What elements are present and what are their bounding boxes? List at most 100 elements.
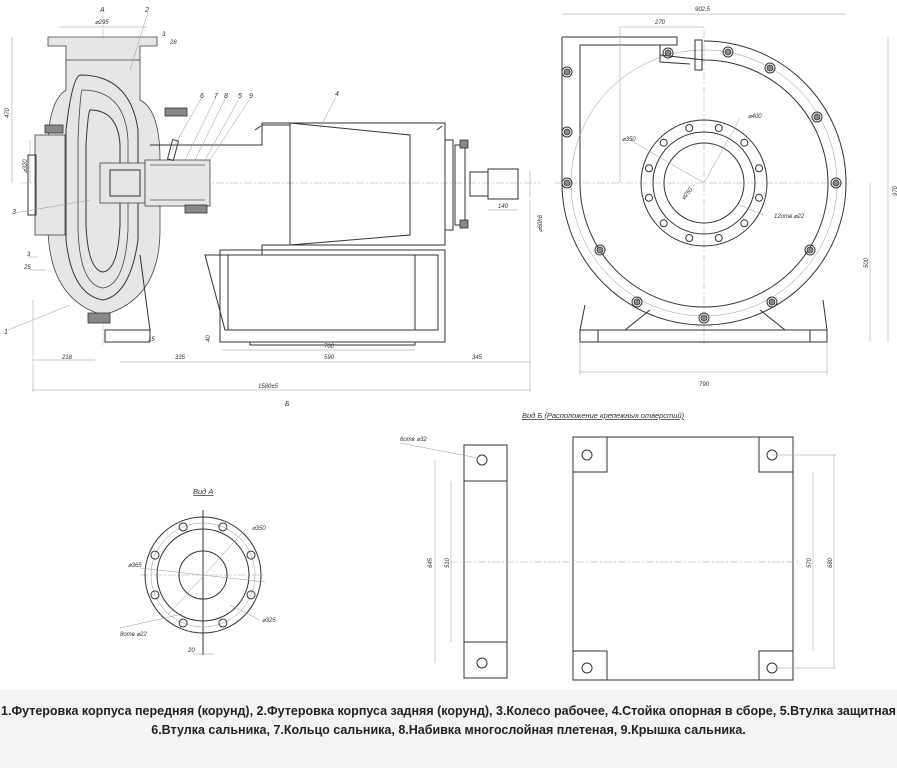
view-a-bolt-holes <box>150 522 256 628</box>
callout-7: 7 <box>214 93 219 100</box>
dim-500: 500 <box>864 257 870 268</box>
flange-hole <box>685 123 694 132</box>
dim-foot-15: 15 <box>148 337 155 343</box>
bolt-icon <box>664 49 672 57</box>
volute-bolts <box>561 46 842 324</box>
flange-hole <box>755 193 764 202</box>
dim-dia-400: ⌀400 <box>748 114 762 120</box>
view-b-title: Вид Б (Расположение крепежных отверстий) <box>522 411 685 420</box>
view-b-dim-570: 570 <box>807 557 813 568</box>
callout-5: 5 <box>238 93 242 100</box>
bolt-washer <box>594 244 606 256</box>
dim-3: 3 <box>27 252 31 258</box>
view-marker-b: Б <box>285 401 290 408</box>
dim-335: 335 <box>175 355 186 361</box>
view-a-dim-365: ⌀365 <box>128 563 142 569</box>
dim-270: 270 <box>654 20 666 26</box>
callout-2: 2 <box>144 7 149 14</box>
flange-holes <box>644 123 764 243</box>
dim-foot-h: 40 <box>206 335 212 342</box>
pump-assembly-drawing: 1 2 3 4 5 6 7 8 9 A Б ⌀295 3 <box>4 7 897 681</box>
bolt-hole <box>150 590 160 600</box>
bolt-icon <box>768 298 776 306</box>
bolt-hole <box>246 550 256 560</box>
view-b: Вид Б (Расположение крепежных отверстий)… <box>399 411 836 681</box>
bolt-washer <box>766 296 778 308</box>
view-a-dim-325: ⌀325 <box>262 618 276 624</box>
flange-hole <box>714 234 723 243</box>
bolt-washer <box>561 66 573 78</box>
dim-height-470: 470 <box>5 107 11 118</box>
callout-6: 6 <box>200 93 204 100</box>
dim-dia-350: ⌀350 <box>622 137 636 143</box>
dim-345: 345 <box>472 355 483 361</box>
bolt-icon <box>563 179 571 187</box>
bolt-washer <box>662 47 674 59</box>
flange-hole <box>685 234 694 243</box>
bolt-icon <box>806 246 814 254</box>
bolt-icon <box>596 246 604 254</box>
bolt-icon <box>563 68 571 76</box>
dim-flange-thk: 28 <box>169 40 177 46</box>
dim-base-700: 700 <box>324 344 335 350</box>
view-a-title: Вид А <box>193 487 213 496</box>
parts-legend-line-2: 6.Втулка сальника, 7.Кольцо сальника, 8.… <box>151 723 746 737</box>
dim-total-length: 1580±5 <box>258 384 279 390</box>
bolt-washer <box>561 126 573 138</box>
callout-8: 8 <box>224 93 228 100</box>
dim-shaft-dia: ⌀60h6 <box>538 214 544 232</box>
bolt-hole <box>218 618 228 628</box>
bolt-washer <box>698 312 710 324</box>
bolt-hole <box>178 618 188 628</box>
view-a-dim-20: 20 <box>187 648 195 654</box>
bolt-icon <box>813 113 821 121</box>
parts-legend: 1.Футеровка корпуса передняя (корунд), 2… <box>0 690 897 768</box>
dim-width-total: 902,5 <box>695 7 711 13</box>
bolt-washer <box>561 177 573 189</box>
dim-218: 218 <box>61 355 73 361</box>
bolt-hole <box>218 522 228 532</box>
dim-25: 25 <box>23 265 31 271</box>
dim-590: 590 <box>324 355 335 361</box>
dim-flange-dia: ⌀295 <box>95 20 109 26</box>
view-b-dim-510: 510 <box>445 557 451 568</box>
dim-inlet-dia: ⌀320 <box>23 159 29 173</box>
bolt-washer <box>830 177 842 189</box>
dim-shaft-length: 140 <box>498 204 509 210</box>
bolt-washer <box>764 62 776 74</box>
flange-hole <box>755 164 764 173</box>
side-view: 902,5 270 ⌀350 ⌀400 ⌀250 12отв ⌀22 970 5… <box>555 7 897 388</box>
flange-hole <box>714 123 723 132</box>
dim-dia-250: ⌀250 <box>681 186 695 201</box>
bolt-icon <box>832 179 840 187</box>
callout-3: 3 <box>12 209 16 216</box>
callout-9: 9 <box>249 93 253 100</box>
view-a-dim-holes: 8отв ⌀22 <box>120 632 147 638</box>
flange-hole <box>740 138 749 147</box>
parts-legend-line-1: 1.Футеровка корпуса передняя (корунд), 2… <box>1 704 896 718</box>
bolt-icon <box>633 298 641 306</box>
dim-height-970: 970 <box>893 185 897 196</box>
view-marker-a: A <box>99 7 105 14</box>
bolt-icon <box>563 128 571 136</box>
flange-hole <box>659 219 668 228</box>
bolt-hole <box>246 590 256 600</box>
view-b-dim-680: 680 <box>828 557 834 568</box>
flange-hole <box>659 138 668 147</box>
bolt-icon <box>766 64 774 72</box>
dim-flange-gap: 3 <box>162 32 166 38</box>
dim-flange-holes: 12отв ⌀22 <box>774 214 805 220</box>
bolt-washer <box>722 46 734 58</box>
bolt-hole <box>178 522 188 532</box>
bolt-icon <box>700 314 708 322</box>
main-section-view: 1 2 3 4 5 6 7 8 9 A Б ⌀295 3 <box>4 7 544 408</box>
bolt-icon <box>724 48 732 56</box>
view-b-dim-645: 645 <box>428 557 434 568</box>
callout-1: 1 <box>4 329 8 336</box>
view-b-dim-holes: 6отв ⌀32 <box>400 437 427 443</box>
callout-4: 4 <box>335 91 339 98</box>
flange-hole <box>740 219 749 228</box>
bolt-washer <box>811 111 823 123</box>
view-a-dim-350: ⌀350 <box>252 526 266 532</box>
flange-hole <box>644 193 653 202</box>
